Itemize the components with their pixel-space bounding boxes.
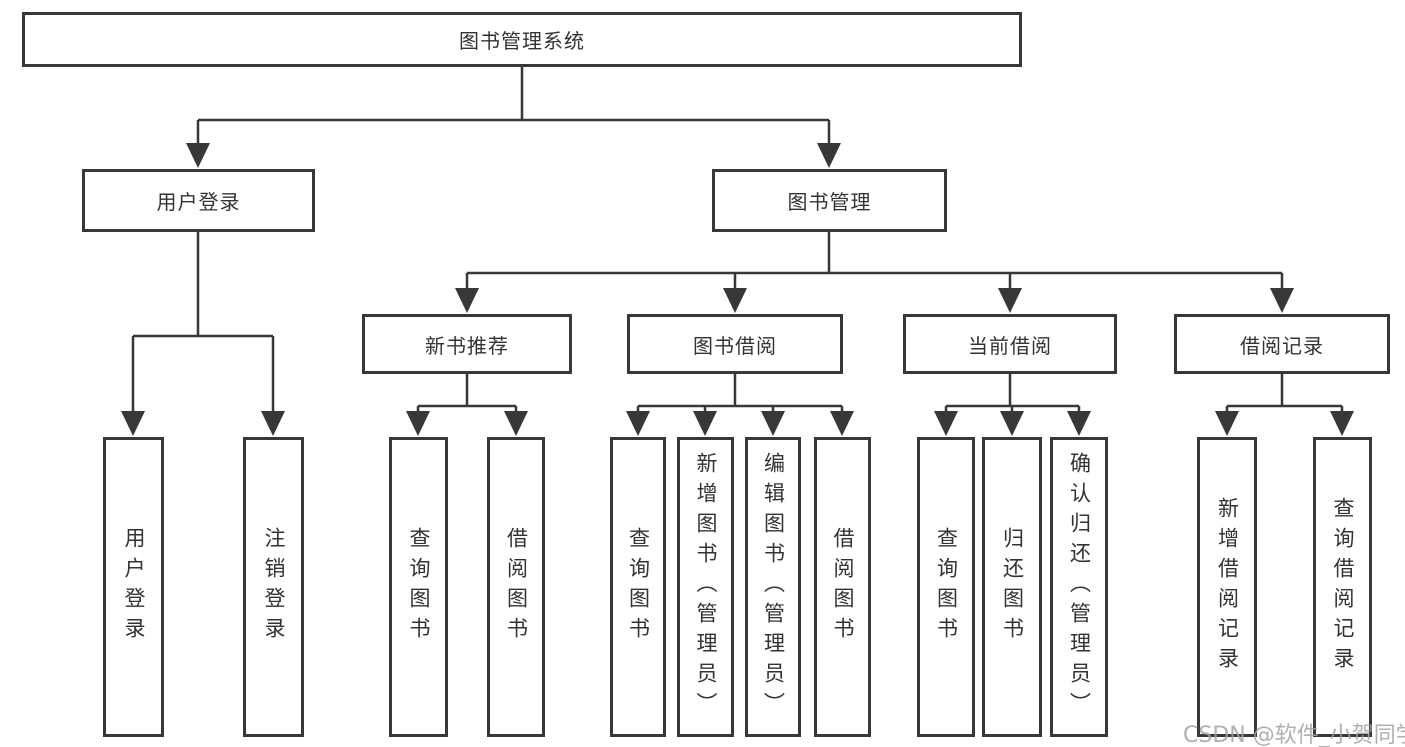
- node-label: 查询图书: [407, 527, 431, 647]
- connector-newbook-children: [416, 374, 518, 413]
- node-current-borrow: 当前借阅: [903, 314, 1117, 374]
- node-label: 用户登录: [156, 190, 241, 214]
- connector-bookborrow-children: [636, 374, 844, 413]
- node-leaf-cb-return-books: 归还图书: [982, 437, 1042, 737]
- connector-book-mgmt-children: [465, 232, 1284, 290]
- node-label: 查询借阅记录: [1331, 497, 1355, 677]
- node-leaf-br-add-record: 新增借阅记录: [1197, 437, 1257, 737]
- node-label: 确认归还（管理员）: [1067, 452, 1092, 722]
- node-label: 查询图书: [934, 527, 959, 647]
- node-label: 图书管理系统: [459, 29, 585, 53]
- node-label: 借阅图书: [504, 527, 529, 647]
- node-leaf-logout: 注销登录: [243, 437, 304, 737]
- csdn-watermark: CSDN @软件_小贺同学: [1183, 723, 1405, 747]
- node-leaf-bb-edit-books-admin: 编辑图书（管理员）: [745, 437, 801, 737]
- node-book-management: 图书管理: [712, 169, 947, 232]
- node-user-login: 用户登录: [82, 169, 315, 232]
- node-leaf-nb-query-books: 查询图书: [389, 437, 448, 737]
- node-leaf-br-query-record: 查询借阅记录: [1313, 437, 1372, 737]
- node-borrow-records: 借阅记录: [1174, 314, 1390, 374]
- node-new-book-recommend: 新书推荐: [362, 314, 572, 374]
- node-label: 新增图书（管理员）: [694, 452, 718, 722]
- node-book-management-system: 图书管理系统: [22, 12, 1022, 67]
- node-book-borrow: 图书借阅: [627, 314, 843, 374]
- connector-root-to-level2: [196, 67, 831, 144]
- node-leaf-user-login: 用户登录: [103, 437, 164, 737]
- connector-records-children: [1225, 374, 1344, 413]
- node-leaf-cb-query-books: 查询图书: [917, 437, 975, 737]
- arrowheads: [121, 143, 1354, 436]
- node-label: 注销登录: [262, 527, 286, 647]
- node-label: 借阅图书: [831, 527, 855, 647]
- node-label: 编辑图书（管理员）: [761, 452, 786, 722]
- node-label: 借阅记录: [1240, 333, 1324, 358]
- connector-currentborrow-children: [944, 374, 1081, 413]
- node-label: 查询图书: [626, 527, 651, 647]
- node-label: 用户登录: [122, 527, 146, 647]
- node-leaf-cb-confirm-return-admin: 确认归还（管理员）: [1050, 437, 1108, 737]
- connector-user-login-children: [131, 232, 275, 412]
- node-label: 归还图书: [1000, 527, 1025, 647]
- node-leaf-bb-query-books: 查询图书: [610, 437, 666, 737]
- node-label: 新增借阅记录: [1215, 497, 1240, 677]
- node-label: 新书推荐: [425, 333, 509, 358]
- node-leaf-bb-add-books-admin: 新增图书（管理员）: [677, 437, 734, 737]
- node-label: 图书借阅: [693, 333, 777, 358]
- node-label: 当前借阅: [968, 333, 1052, 358]
- node-leaf-nb-borrow-books: 借阅图书: [487, 437, 545, 737]
- node-label: 图书管理: [787, 190, 872, 214]
- node-leaf-bb-borrow-books: 借阅图书: [814, 437, 871, 737]
